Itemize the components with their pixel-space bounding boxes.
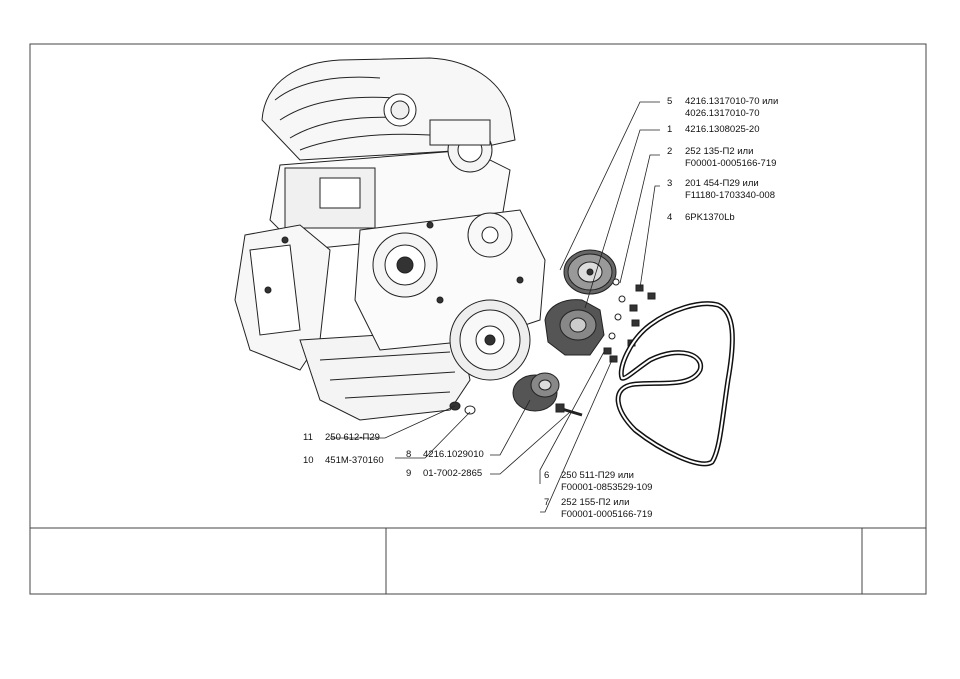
pulley-part-5 xyxy=(563,249,617,295)
callout-6-line1: 250 511-П29 или xyxy=(561,470,634,481)
callout-7-line2: F00001-0005166-719 xyxy=(561,509,653,520)
callout-1-number: 1 xyxy=(667,124,673,135)
outer-frame xyxy=(29,43,927,595)
callout-2-line1: 252 135-П2 или xyxy=(685,146,754,157)
callout-4-line1: 6PK1370Lb xyxy=(685,212,735,223)
callout-9-line1: 01-7002-2865 xyxy=(423,468,483,479)
callout-8-number: 8 xyxy=(406,449,412,460)
callout-10-line1: 451М-370160 xyxy=(325,455,384,466)
callout-9-number: 9 xyxy=(406,468,412,479)
washer-part-10 xyxy=(464,405,476,415)
callout-2-line2: F00001-0005166-719 xyxy=(685,158,777,169)
callout-8-line1: 4216.1029010 xyxy=(423,449,484,460)
callout-5-line1: 4216.1317010-70 или xyxy=(685,96,779,107)
engine-illustration xyxy=(234,57,546,421)
callout-5-number: 5 xyxy=(667,96,673,107)
title-block-cell-right xyxy=(862,528,926,594)
callout-6-number: 6 xyxy=(544,470,550,481)
fasteners-group xyxy=(603,278,656,363)
callout-2-number: 2 xyxy=(667,146,673,157)
title-block-cell-left xyxy=(30,528,386,594)
water-pump-part-1 xyxy=(544,299,605,356)
callout-10-number: 10 xyxy=(303,455,314,466)
callout-6-line2: F00001-0853529-109 xyxy=(561,482,653,493)
callout-7-line1: 252 155-П2 или xyxy=(561,497,630,508)
callout-3-number: 3 xyxy=(667,178,673,189)
callout-4-number: 4 xyxy=(667,212,673,223)
leader-lines xyxy=(330,101,660,513)
callout-11-number: 11 xyxy=(303,432,313,443)
callout-7-number: 7 xyxy=(544,497,550,508)
callout-1-line1: 4216.1308025-20 xyxy=(685,124,760,135)
callout-3-line2: F11180-1703340-008 xyxy=(685,190,775,201)
belt-part-4 xyxy=(615,301,735,467)
tensioner-part-8 xyxy=(512,372,560,412)
callout-5-line2: 4026.1317010-70 xyxy=(685,108,760,119)
callout-11-line1: 250 612-П29 xyxy=(325,432,380,443)
bolt-part-9 xyxy=(555,403,583,417)
title-block-cell-middle xyxy=(386,528,862,594)
callout-3-line1: 201 454-П29 или xyxy=(685,178,759,189)
